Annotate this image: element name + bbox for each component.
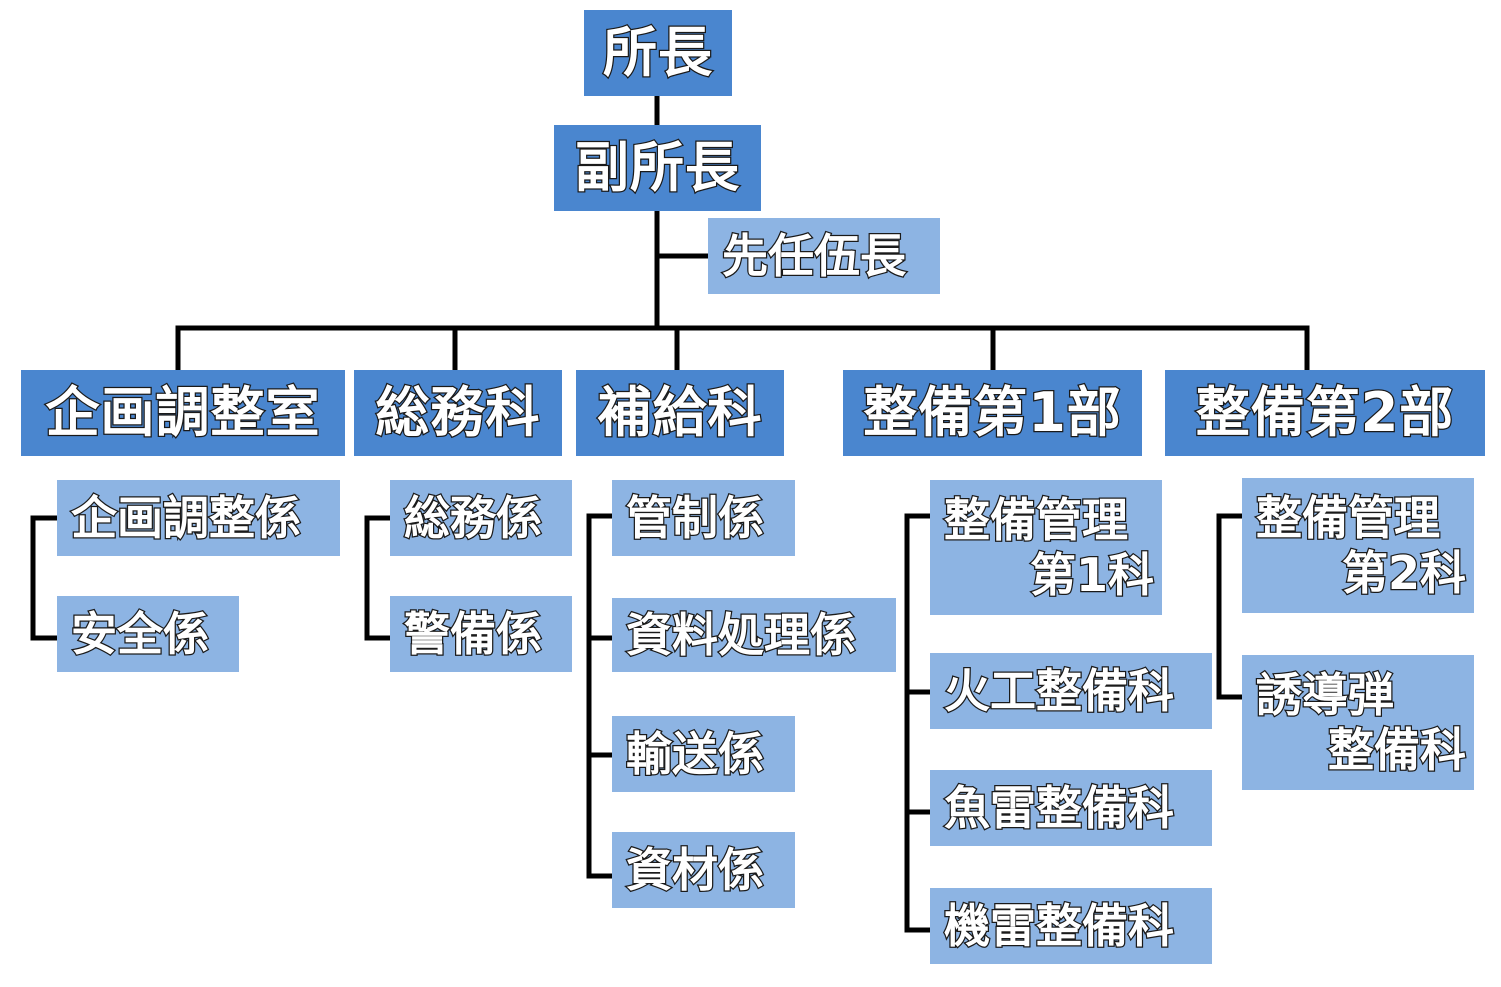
deputy-label: 副所長 bbox=[574, 135, 741, 200]
data-processing-section-label: 資料処理係 bbox=[625, 607, 858, 664]
deputy-box: 副所長 bbox=[554, 125, 761, 211]
missile-box: 誘導弾 整備科 bbox=[1242, 655, 1474, 790]
director-label: 所長 bbox=[602, 20, 714, 85]
dept-planning-box: 企画調整室 bbox=[21, 370, 345, 456]
control-section-label: 管制係 bbox=[625, 490, 766, 547]
dept-maint2-label: 整備第2部 bbox=[1194, 380, 1455, 445]
general-section-box: 総務係 bbox=[390, 480, 572, 556]
senior-chief-box: 先任伍長 bbox=[708, 218, 940, 294]
ordnance-box: 火工整備科 bbox=[930, 653, 1212, 729]
maint-mgmt1-box: 整備管理 第1科 bbox=[930, 480, 1162, 615]
general-section-label: 総務係 bbox=[403, 490, 544, 547]
maint-mgmt1-label-line2: 第1科 bbox=[1029, 546, 1156, 603]
planning-section-label: 企画調整係 bbox=[70, 490, 303, 547]
missile-label-line1: 誘導弾 bbox=[1255, 667, 1396, 724]
torpedo-label: 魚雷整備科 bbox=[943, 780, 1176, 837]
dept-supply-box: 補給科 bbox=[576, 370, 784, 456]
safety-section-label: 安全係 bbox=[70, 606, 211, 663]
dept-maint2-box: 整備第2部 bbox=[1165, 370, 1485, 456]
guard-section-label: 警備係 bbox=[403, 606, 544, 663]
planning-section-box: 企画調整係 bbox=[57, 480, 340, 556]
mine-box: 機雷整備科 bbox=[930, 888, 1212, 964]
missile-label-line2: 整備科 bbox=[1327, 721, 1468, 778]
dept-planning-label: 企画調整室 bbox=[44, 380, 321, 445]
senior-chief-label: 先任伍長 bbox=[721, 228, 908, 285]
ordnance-label: 火工整備科 bbox=[943, 663, 1176, 720]
material-section-box: 資材係 bbox=[612, 832, 795, 908]
maint-mgmt2-label-line2: 第2科 bbox=[1341, 544, 1468, 601]
dept-supply-label: 補給科 bbox=[596, 380, 763, 445]
torpedo-box: 魚雷整備科 bbox=[930, 770, 1212, 846]
safety-section-box: 安全係 bbox=[57, 596, 239, 672]
maint-mgmt2-box: 整備管理 第2科 bbox=[1242, 478, 1474, 613]
maint-mgmt1-label-line1: 整備管理 bbox=[943, 492, 1130, 549]
transport-section-box: 輸送係 bbox=[612, 716, 795, 792]
dept-maint1-box: 整備第1部 bbox=[843, 370, 1142, 456]
data-processing-section-box: 資料処理係 bbox=[612, 598, 896, 672]
director-box: 所長 bbox=[584, 10, 732, 96]
mine-label: 機雷整備科 bbox=[943, 898, 1176, 955]
dept-general-box: 総務科 bbox=[354, 370, 562, 456]
dept-general-label: 総務科 bbox=[374, 380, 541, 445]
transport-section-label: 輸送係 bbox=[625, 726, 766, 783]
maint-mgmt2-label-line1: 整備管理 bbox=[1255, 490, 1442, 547]
guard-section-box: 警備係 bbox=[390, 596, 572, 672]
control-section-box: 管制係 bbox=[612, 480, 795, 556]
material-section-label: 資材係 bbox=[625, 842, 766, 899]
dept-maint1-label: 整備第1部 bbox=[862, 380, 1122, 445]
